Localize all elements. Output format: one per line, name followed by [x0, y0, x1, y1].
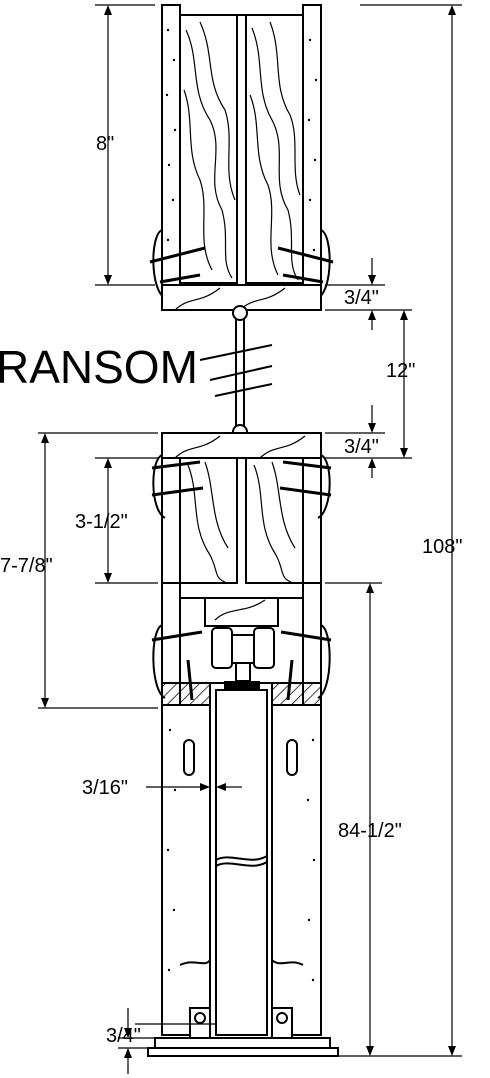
- upper-wall-section: [149, 4, 334, 321]
- floor-base: [147, 1047, 339, 1057]
- hanger-stem: [235, 662, 251, 682]
- track-block: [204, 597, 279, 627]
- right-guide-screw: [276, 1012, 288, 1024]
- roller-right: [253, 627, 275, 669]
- upper-hinge-pin: [232, 305, 248, 321]
- dim-lower-head: 3/4": [344, 436, 379, 458]
- transom-label: RANSOM: [0, 341, 198, 393]
- dim-overall-height: 108": [422, 536, 462, 558]
- floor-threshold: [154, 1037, 331, 1049]
- header-left-stud: [179, 457, 238, 584]
- header-right-stud: [245, 457, 304, 584]
- upper-right-drywall: [302, 4, 322, 286]
- left-stop-hatch: [161, 682, 211, 706]
- dim-header-total: 7-7/8": [0, 555, 53, 577]
- left-slot: [183, 739, 195, 776]
- roller-axle: [231, 634, 255, 664]
- dim-upper-head: 3/4": [344, 287, 379, 309]
- dim-upper-jamb: 8": [96, 133, 114, 155]
- hanger-plate: [224, 681, 260, 689]
- dimension-lines: 8" 3/4" 12" 3/4" 7-7/8": [0, 4, 462, 1074]
- dim-floor-clearance: 3/4": [106, 1025, 141, 1047]
- transom-gap: RANSOM: [0, 318, 273, 428]
- dim-door-height: 84-1/2": [338, 820, 402, 842]
- header-section: [151, 424, 332, 584]
- pocket-section: [147, 689, 339, 1057]
- upper-left-stud: [179, 14, 238, 284]
- roller-left: [211, 627, 233, 669]
- dim-header-depth: 3-1/2": [75, 511, 128, 533]
- dim-transom-gap: 12": [386, 360, 415, 382]
- header-right-drywall: [302, 457, 322, 584]
- right-slot: [286, 739, 298, 776]
- upper-right-stud: [245, 14, 304, 284]
- upper-left-drywall: [161, 4, 181, 286]
- header-left-drywall: [161, 457, 181, 584]
- track-section: [151, 582, 332, 709]
- dim-reveal: 3/16": [82, 777, 128, 799]
- lower-head-jamb: [161, 432, 322, 459]
- left-guide-screw: [194, 1012, 206, 1024]
- right-stop-hatch: [271, 682, 322, 706]
- door-slab: [215, 689, 268, 1036]
